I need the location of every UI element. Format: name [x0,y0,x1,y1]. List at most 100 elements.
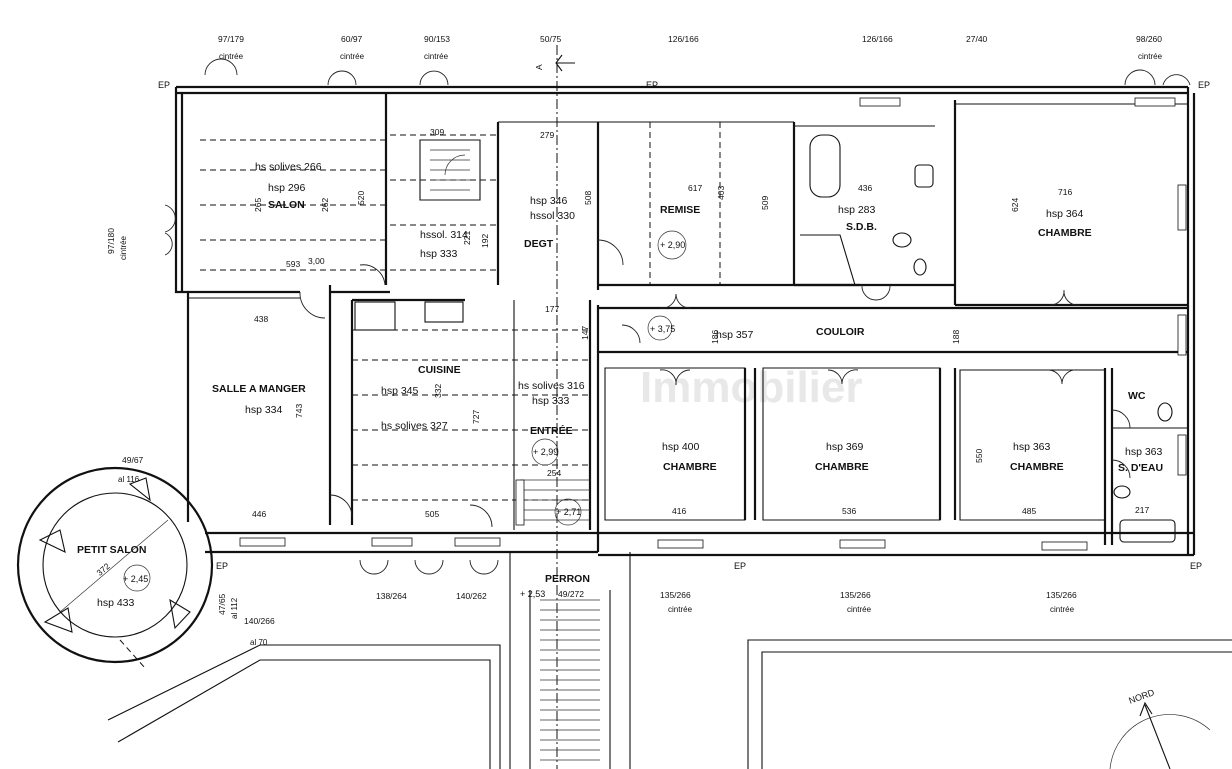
room-name-salon: SALON [268,199,305,211]
window-size: 97/180 [106,228,116,254]
dim-label: 438 [254,314,268,324]
window-size: 47/65 [217,593,227,615]
room-hsp-petit-salon: hsp 433 [97,597,135,609]
window-size: 126/166 [668,34,699,44]
dim-label: 309 [430,127,444,137]
level-values: + 2,90 + 3,75 + 2,99 + 2,71 + 2,45 + 2,5… [123,240,685,599]
room-labels: SALON hsp 296 hs solives 266 hssol. 314 … [77,161,1163,609]
window-type: al 70 [250,638,268,647]
dim-label: 743 [294,404,304,418]
ep-label: EP [216,561,228,571]
note-stair-hsp: hsp 333 [420,248,458,260]
dim-label: 147 [580,326,590,340]
dim-label: 188 [951,330,961,344]
toilet-icon [913,258,927,276]
window-size: 27/40 [966,34,988,44]
dim-label: 550 [974,449,984,463]
level-markers [123,230,687,592]
room-name-chambre3: CHAMBRE [815,461,869,473]
dim-label: 508 [583,191,593,205]
dim-label: 262 [320,198,330,212]
level-label: + 2,90 [660,240,685,250]
window-labels-side: 97/180 cintrée 49/67 al 116 47/65 al 112… [106,228,275,647]
dim-label: 3,00 [308,256,325,266]
window-type: cintrée [119,235,128,260]
dim-label: 192 [480,234,490,248]
window-size: 126/166 [862,34,893,44]
ep-label: EP [1190,561,1202,571]
room-hsp-entree: hsp 333 [532,395,570,407]
dim-label: 593 [286,259,300,269]
interior-stair [419,139,481,201]
window-size: 49/67 [122,455,144,465]
dim-label: 332 [433,384,443,398]
dim-label: 177 [545,304,559,314]
sdeau-sink-icon [1113,485,1131,499]
window-type: cintrée [668,605,693,614]
room-name-remise: REMISE [660,204,700,216]
level-label: + 2,99 [533,447,558,457]
dim-label: 279 [540,130,554,140]
door-swings [164,58,1191,575]
dim-label: 617 [688,183,702,193]
ep-label: EP [158,80,170,90]
dim-label: 436 [858,183,872,193]
ep-label: EP [1198,80,1210,90]
dim-label: 505 [425,509,439,519]
window-size: 135/266 [660,590,691,600]
room-hsp-chambre4: hsp 363 [1013,441,1051,453]
dim-label: 520 [356,191,366,205]
perron-stair [509,479,631,769]
room-hsp-degt: hsp 346 [530,195,568,207]
level-label: + 2,45 [123,574,148,584]
window-type: al 116 [118,475,140,484]
dim-label: 727 [471,410,481,424]
window-type: cintrée [340,52,365,61]
perron-stair-label: 49/272 [558,589,584,599]
dim-label: 186 [710,330,720,344]
shower-tray-icon [1119,519,1176,543]
window-type: cintrée [1050,605,1075,614]
downpipe-labels: EP EP EP EP EP EP [158,80,1210,571]
room-hsp-chambre3: hsp 369 [826,441,864,453]
room-name-chambre1: CHAMBRE [1038,227,1092,239]
room-hsp-chambre2: hsp 400 [662,441,700,453]
window-type: cintrée [1138,52,1163,61]
ep-label: EP [734,561,746,571]
room-name-cuisine: CUISINE [418,364,461,376]
section-label: A [534,64,544,70]
room-name-sdeau: S. D'EAU [1118,462,1163,474]
watermark: Immobilier [640,363,863,412]
room-hsp-sdb: hsp 283 [838,204,876,216]
note-cuisine-solives: hs solives 327 [381,420,448,432]
window-size: 135/266 [1046,590,1077,600]
room-hsp-cuisine: hsp 345 [381,385,419,397]
terrace-outlines [107,639,1232,769]
room-name-couloir: COULOIR [816,326,865,338]
window-size: 90/153 [424,34,450,44]
level-label: + 2,71 [556,507,581,517]
window-type: cintrée [219,52,244,61]
petit-salon-tower [16,466,214,669]
ep-label: EP [646,80,658,90]
window-size: 140/266 [244,616,275,626]
dim-label: 416 [672,506,686,516]
room-name-sdb: S.D.B. [846,221,877,233]
note-stair-hssol: hssol. 314 [420,229,468,241]
room-hsp-chambre1: hsp 364 [1046,208,1084,220]
wc-toilet-icon [1157,402,1173,422]
dim-label: 446 [252,509,266,519]
window-size: 138/264 [376,591,407,601]
dim-label: 372 [94,561,112,578]
sink-icon [914,164,934,188]
room-name-salle-a-manger: SALLE A MANGER [212,383,306,395]
shower-icon [800,234,856,286]
note-degt-hssol: hssol 330 [530,210,575,222]
room-name-entree: ENTRÉE [530,424,573,437]
window-size: 140/262 [456,591,487,601]
dim-label: 265 [253,198,263,212]
room-name-petit-salon: PETIT SALON [77,544,146,556]
window-type: cintrée [424,52,449,61]
dimension-labels: 309 279 617 509 436 716 624 520 265 262 … [94,127,1149,578]
note-salon-solives: hs solives 266 [255,161,322,173]
